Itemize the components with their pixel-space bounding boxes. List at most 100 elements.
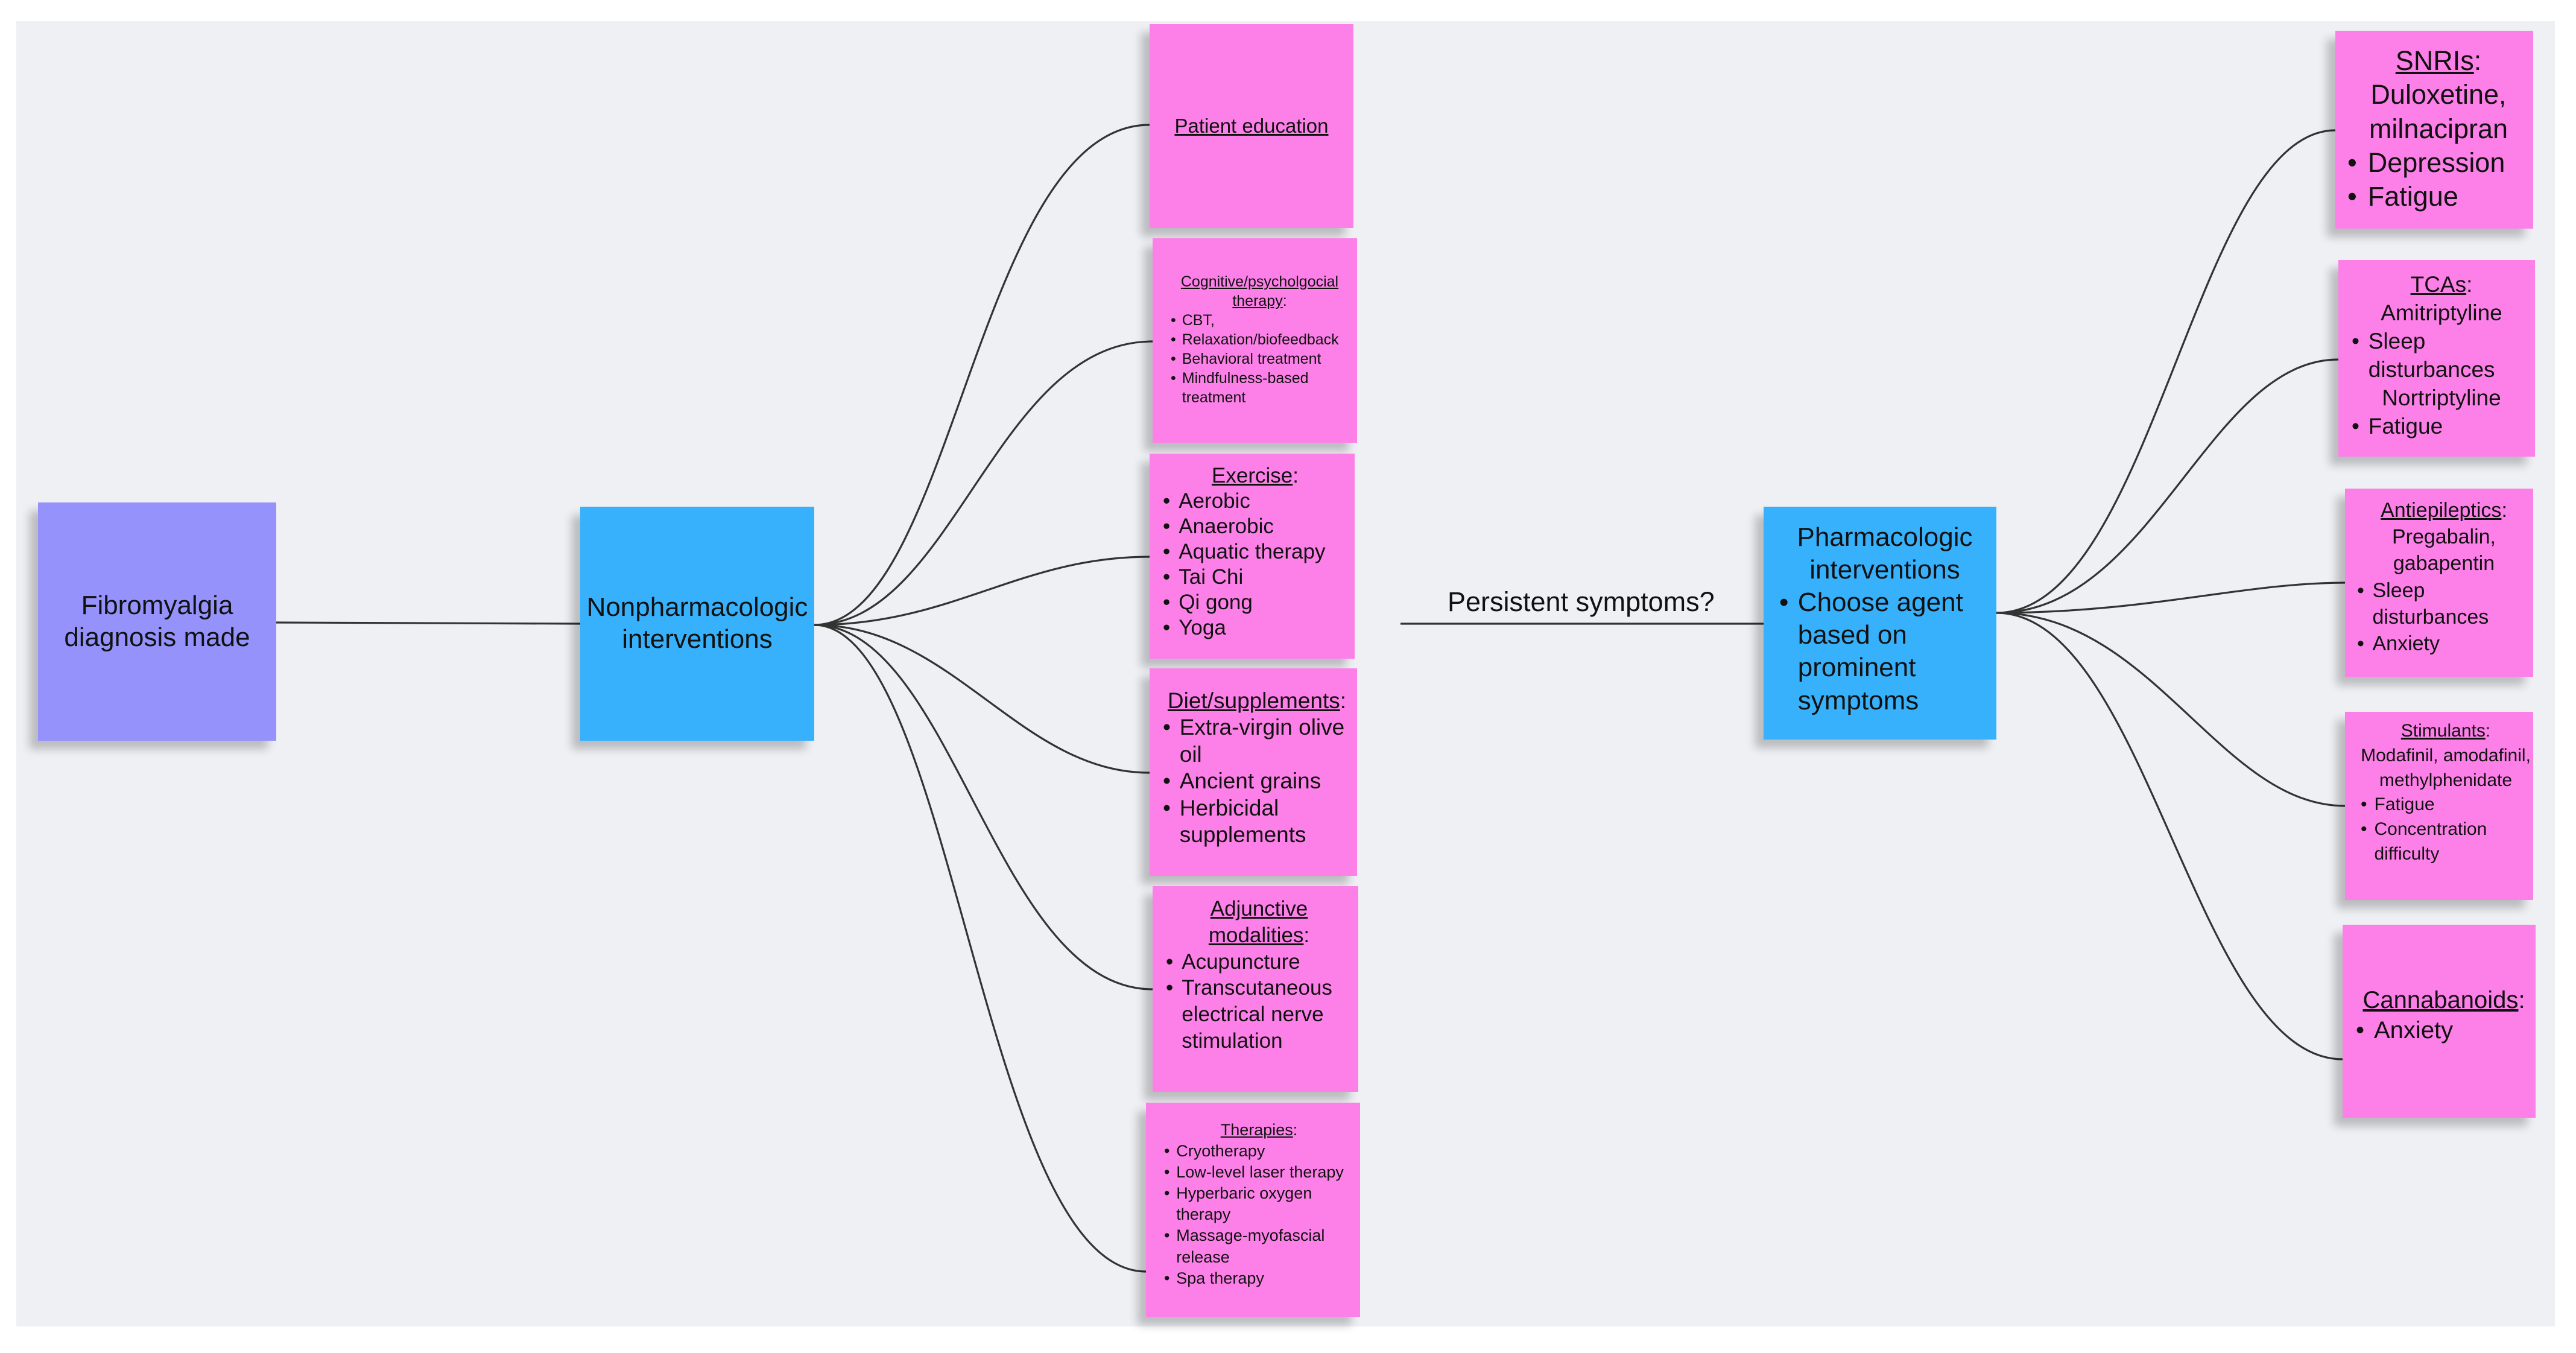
antiepileptics-list: Sleep disturbances Anxiety <box>2357 577 2531 657</box>
list-item: Qi gong <box>1163 590 1347 615</box>
diet-supplements-title: Diet/supplements: <box>1163 688 1351 714</box>
nonpharmacologic-interventions-text: Nonpharmacologic interventions <box>586 592 808 654</box>
list-item: Anxiety <box>2356 1015 2532 1045</box>
cognitive-therapy-list: CBT, Relaxation/biofeedback Behavioral t… <box>1171 311 1349 407</box>
exercise-header: Exercise <box>1212 464 1293 487</box>
adjunctive-modalities-header: Adjunctive modalities <box>1208 897 1308 947</box>
adjunctive-modalities-colon: : <box>1303 923 1310 947</box>
connector-pharm-cannabanoid <box>1996 612 2343 1060</box>
stimulants-colon: : <box>2485 721 2491 741</box>
list-item: Extra-virgin olive oil <box>1163 714 1351 768</box>
list-item: Fatigue <box>2361 793 2531 817</box>
list-item: Anxiety <box>2357 630 2531 657</box>
stimulants-drugs: Modafinil, amodafinil, methylphenidate <box>2361 745 2531 790</box>
list-item: Depression <box>2347 146 2530 180</box>
diet-supplements-colon: : <box>1340 688 1347 713</box>
tcas-list-2: Fatigue <box>2352 413 2531 441</box>
diet-supplements-list: Extra-virgin olive oil Ancient grains He… <box>1163 714 1351 848</box>
list-item: Acupuncture <box>1166 949 1352 975</box>
pharmacologic-interventions-note[interactable]: Pharmacologic interventions Choose agent… <box>1764 507 1996 740</box>
diet-supplements-header: Diet/supplements <box>1167 688 1340 713</box>
cannabanoids-colon: : <box>2518 987 2525 1013</box>
tcas-drug-nortriptyline: Nortriptyline <box>2382 385 2501 410</box>
connector-nonpharm-therapies <box>814 624 1147 1273</box>
antiepileptics-header: Antiepileptics <box>2381 499 2502 522</box>
fibromyalgia-diagnosis-text: Fibromyalgia diagnosis made <box>64 590 250 652</box>
list-item: Sleep disturbances <box>2352 328 2531 384</box>
snris-drugs: Duloxetine, milnacipran <box>2369 79 2508 144</box>
tcas-colon: : <box>2466 272 2473 297</box>
stimulants-note[interactable]: Stimulants: Modafinil, amodafinil, methy… <box>2345 712 2533 900</box>
therapies-list: Cryotherapy Low-level laser therapy Hype… <box>1164 1141 1354 1289</box>
list-item: Choose agent based on prominent symptoms <box>1779 586 1990 717</box>
exercise-title: Exercise: <box>1163 463 1347 489</box>
exercise-note[interactable]: Exercise: Aerobic Anaerobic Aquatic ther… <box>1150 454 1355 659</box>
list-item: Cryotherapy <box>1164 1141 1354 1162</box>
connector-nonpharm-education <box>814 124 1150 626</box>
list-item: CBT, <box>1171 311 1349 330</box>
list-item: Massage-myofascial release <box>1164 1225 1354 1267</box>
list-item: Relaxation/biofeedback <box>1171 330 1349 349</box>
therapies-header: Therapies <box>1220 1121 1293 1139</box>
adjunctive-modalities-title: Adjunctive modalities: <box>1166 896 1352 949</box>
list-item: Hyperbaric oxygen therapy <box>1164 1183 1354 1225</box>
tcas-header: TCAs <box>2410 272 2467 297</box>
antiepileptics-drugs: Pregabalin, gabapentin <box>2391 525 2496 575</box>
tcas-drug-amitriptyline: Amitriptyline <box>2381 300 2502 325</box>
snris-list: Depression Fatigue <box>2347 146 2530 214</box>
connector-nonpharm-cognitive <box>814 340 1153 626</box>
cognitive-therapy-note[interactable]: Cognitive/psycholgocial therapy: CBT, Re… <box>1153 238 1357 443</box>
cognitive-therapy-title: Cognitive/psycholgocial therapy: <box>1171 272 1349 311</box>
list-item: Fatigue <box>2352 413 2531 441</box>
list-item: Tai Chi <box>1163 565 1347 590</box>
stimulants-header: Stimulants <box>2400 721 2486 741</box>
list-item: Transcutaneous electrical nerve stimulat… <box>1166 975 1352 1054</box>
connector-nonpharm-exercise <box>814 556 1150 626</box>
diet-supplements-note[interactable]: Diet/supplements: Extra-virgin olive oil… <box>1150 668 1357 876</box>
tcas-title: TCAs: <box>2352 271 2531 299</box>
adjunctive-modalities-note[interactable]: Adjunctive modalities: Acupuncture Trans… <box>1153 886 1358 1092</box>
pharmacologic-interventions-title: Pharmacologic interventions <box>1797 522 1973 585</box>
connector-nonpharm-diet <box>814 624 1150 774</box>
snris-colon: : <box>2473 45 2482 76</box>
tcas-list-1: Sleep disturbances <box>2352 328 2531 384</box>
list-item: Fatigue <box>2347 180 2530 214</box>
antiepileptics-note[interactable]: Antiepileptics: Pregabalin, gabapentin S… <box>2345 489 2533 677</box>
list-item: Anaerobic <box>1163 514 1347 539</box>
antiepileptics-colon: : <box>2501 499 2507 522</box>
cannabanoids-title: Cannabanoids: <box>2356 985 2532 1015</box>
therapies-note[interactable]: Therapies: Cryotherapy Low-level laser t… <box>1146 1103 1360 1317</box>
cannabanoids-list: Anxiety <box>2356 1015 2532 1045</box>
fibromyalgia-diagnosis-note[interactable]: Fibromyalgia diagnosis made <box>38 502 276 741</box>
antiepileptics-title: Antiepileptics: <box>2357 497 2531 524</box>
list-item: Behavioral treatment <box>1171 349 1349 369</box>
stimulants-list: Fatigue Concentration difficulty <box>2361 793 2531 866</box>
snris-note[interactable]: SNRIs: Duloxetine, milnacipran Depressio… <box>2335 31 2533 229</box>
connector-pharm-antiepileptic <box>1996 581 2346 614</box>
therapies-title: Therapies: <box>1164 1120 1354 1141</box>
therapies-colon: : <box>1293 1121 1298 1139</box>
nonpharmacologic-interventions-note[interactable]: Nonpharmacologic interventions <box>580 507 814 741</box>
snris-title: SNRIs: <box>2347 44 2530 78</box>
list-item: Ancient grains <box>1163 768 1351 795</box>
snris-header: SNRIs <box>2395 45 2474 76</box>
patient-education-note[interactable]: Patient education <box>1150 24 1353 228</box>
patient-education-header: Patient education <box>1174 115 1329 137</box>
list-item: Low-level laser therapy <box>1164 1162 1354 1183</box>
cognitive-therapy-header: Cognitive/psycholgocial therapy <box>1180 273 1339 309</box>
list-item: Spa therapy <box>1164 1268 1354 1289</box>
list-item: Aquatic therapy <box>1163 539 1347 565</box>
list-item: Sleep disturbances <box>2357 577 2531 630</box>
persistent-symptoms-label: Persistent symptoms? <box>1448 586 1715 617</box>
tcas-note[interactable]: TCAs: Amitriptyline Sleep disturbances N… <box>2338 260 2535 457</box>
cannabanoids-note[interactable]: Cannabanoids: Anxiety <box>2343 925 2536 1118</box>
list-item: Yoga <box>1163 615 1347 641</box>
exercise-colon: : <box>1293 464 1299 487</box>
connector-nonpharm-adjunctive <box>814 624 1153 990</box>
list-item: Mindfulness-based treatment <box>1171 369 1349 407</box>
stimulants-title: Stimulants: <box>2361 719 2531 744</box>
cannabanoids-header: Cannabanoids <box>2362 987 2519 1013</box>
list-item: Herbicidal supplements <box>1163 795 1351 849</box>
connector-pharm-snri <box>1996 129 2336 614</box>
